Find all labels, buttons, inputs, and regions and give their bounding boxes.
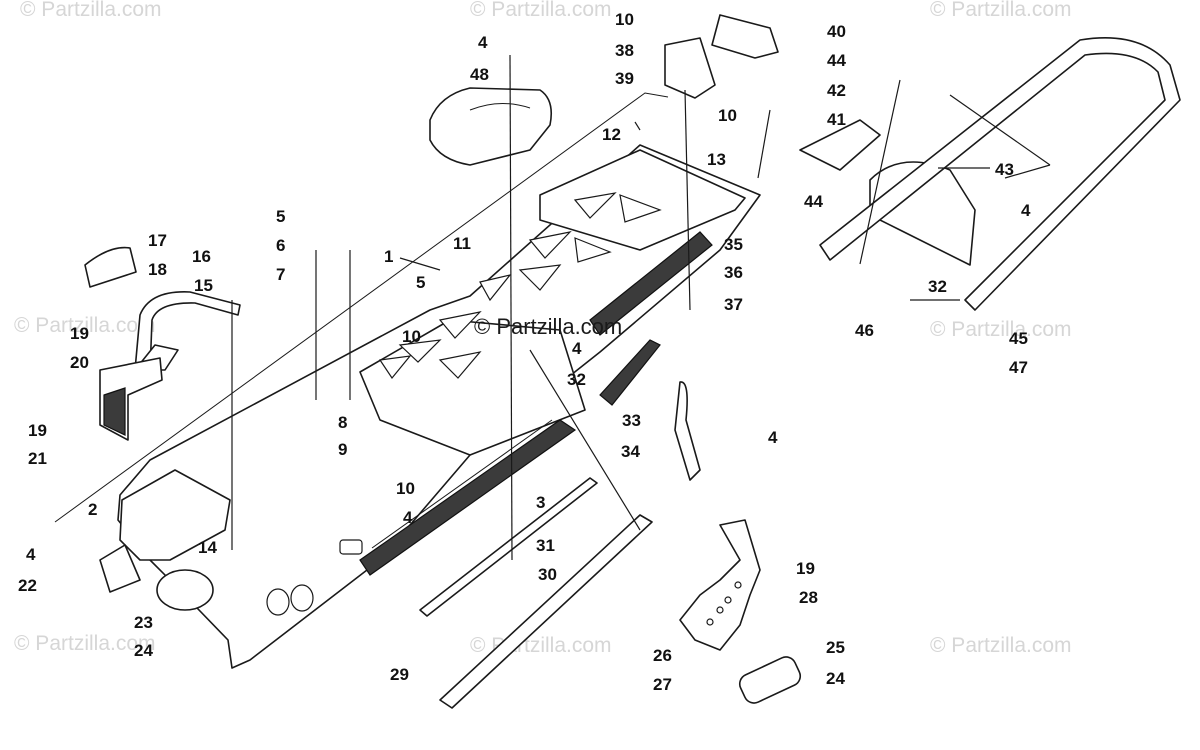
louver-panel bbox=[589, 231, 713, 336]
callout-19-top: 19 bbox=[70, 324, 89, 343]
rod-30 bbox=[419, 477, 598, 617]
callout-23: 23 bbox=[134, 613, 153, 632]
footrest-pad-right bbox=[738, 656, 802, 704]
callout-5-center: 5 bbox=[416, 273, 425, 292]
callout-30: 30 bbox=[538, 565, 557, 584]
foot-plate bbox=[679, 519, 761, 651]
watermark-bottom-right: © Partzilla.com bbox=[930, 634, 1072, 657]
callout-32-center: 32 bbox=[567, 370, 586, 389]
callout-24-right: 24 bbox=[826, 669, 845, 688]
callout-10-center: 10 bbox=[402, 327, 421, 346]
callout-29: 29 bbox=[390, 665, 409, 684]
rear-hoop-45 bbox=[819, 37, 1181, 311]
callout-36: 36 bbox=[724, 263, 743, 282]
callout-44-mid: 44 bbox=[804, 192, 823, 211]
front-bracket bbox=[99, 469, 231, 593]
seat-pad-48 bbox=[429, 87, 553, 166]
callout-44-top: 44 bbox=[827, 51, 846, 70]
callout-labels: 1 2 3 4 4 4 4 4 4 5 5 6 7 8 9 10 10 10 1… bbox=[18, 10, 1031, 694]
callout-22: 22 bbox=[18, 576, 37, 595]
watermark-top-left: © Partzilla.com bbox=[20, 0, 162, 21]
deck-cutouts bbox=[378, 192, 662, 380]
callout-17: 17 bbox=[148, 231, 167, 250]
watermark-mid-left: © Partzilla.com bbox=[14, 314, 156, 337]
end-cap bbox=[84, 246, 137, 288]
strap-34 bbox=[674, 381, 701, 481]
rod-29 bbox=[439, 514, 653, 709]
callout-16: 16 bbox=[192, 247, 211, 266]
callout-6: 6 bbox=[276, 236, 285, 255]
callout-13: 13 bbox=[707, 150, 726, 169]
callout-11: 11 bbox=[453, 234, 471, 253]
callout-4-left: 4 bbox=[26, 545, 36, 564]
callout-37: 37 bbox=[724, 295, 743, 314]
watermark-bottom-left: © Partzilla.com bbox=[14, 632, 156, 655]
callout-9: 9 bbox=[338, 440, 347, 459]
callout-42: 42 bbox=[827, 81, 846, 100]
callout-39: 39 bbox=[615, 69, 634, 88]
callout-3: 3 bbox=[536, 493, 545, 512]
leader-lines bbox=[231, 54, 1051, 561]
callout-14: 14 bbox=[198, 538, 217, 557]
tunnel-deck-rear bbox=[539, 149, 746, 251]
callout-4-right: 4 bbox=[768, 428, 778, 447]
callout-10-rear: 10 bbox=[718, 106, 737, 125]
callout-47: 47 bbox=[1009, 358, 1028, 377]
watermark-mid-right: © Partzilla.com bbox=[930, 318, 1072, 341]
tunnel-rods bbox=[419, 477, 653, 709]
callout-20: 20 bbox=[70, 353, 89, 372]
callout-28: 28 bbox=[799, 588, 818, 607]
callout-12: 12 bbox=[602, 125, 621, 144]
callout-2: 2 bbox=[88, 500, 97, 519]
callout-19-right: 19 bbox=[796, 559, 815, 578]
callout-24-left: 24 bbox=[134, 641, 153, 660]
callout-34: 34 bbox=[621, 442, 640, 461]
footrest-pad-left bbox=[156, 569, 214, 611]
side-rail bbox=[359, 419, 577, 576]
side-panel-holes bbox=[266, 539, 363, 616]
callout-48: 48 bbox=[470, 65, 489, 84]
callout-4-lower: 4 bbox=[403, 508, 413, 527]
callout-8: 8 bbox=[338, 413, 347, 432]
louvered-bracket bbox=[99, 357, 163, 441]
callout-27: 27 bbox=[653, 675, 672, 694]
rear-bracket bbox=[664, 37, 716, 99]
callout-38: 38 bbox=[615, 41, 634, 60]
callout-19-mid: 19 bbox=[28, 421, 47, 440]
callout-46: 46 bbox=[855, 321, 874, 340]
callout-18: 18 bbox=[148, 260, 167, 279]
callout-4-center: 4 bbox=[572, 339, 582, 358]
callout-45: 45 bbox=[1009, 329, 1028, 348]
callout-7: 7 bbox=[276, 265, 285, 284]
callout-26: 26 bbox=[653, 646, 672, 665]
callout-33: 33 bbox=[622, 411, 641, 430]
callout-10-lower: 10 bbox=[396, 479, 415, 498]
callout-35: 35 bbox=[724, 235, 743, 254]
callout-43: 43 bbox=[995, 160, 1014, 179]
callout-40: 40 bbox=[827, 22, 846, 41]
watermark-top-center: © Partzilla.com bbox=[470, 0, 612, 21]
rear-cap bbox=[711, 14, 779, 59]
callout-15: 15 bbox=[194, 276, 213, 295]
callout-10-top: 10 bbox=[615, 10, 634, 29]
callout-21: 21 bbox=[28, 449, 47, 468]
callout-1: 1 bbox=[384, 247, 393, 266]
callout-4-top: 4 bbox=[478, 33, 488, 52]
watermark-top-right: © Partzilla.com bbox=[930, 0, 1072, 21]
callout-32-right: 32 bbox=[928, 277, 947, 296]
callout-31: 31 bbox=[536, 536, 555, 555]
callout-5-left: 5 bbox=[276, 207, 285, 226]
tunnel-assembly bbox=[117, 144, 761, 669]
callout-4-far-right: 4 bbox=[1021, 201, 1031, 220]
bracket-33 bbox=[599, 339, 661, 406]
watermark-center: © Partzilla.com bbox=[474, 314, 622, 339]
callout-41: 41 bbox=[827, 110, 846, 129]
callout-25: 25 bbox=[826, 638, 845, 657]
